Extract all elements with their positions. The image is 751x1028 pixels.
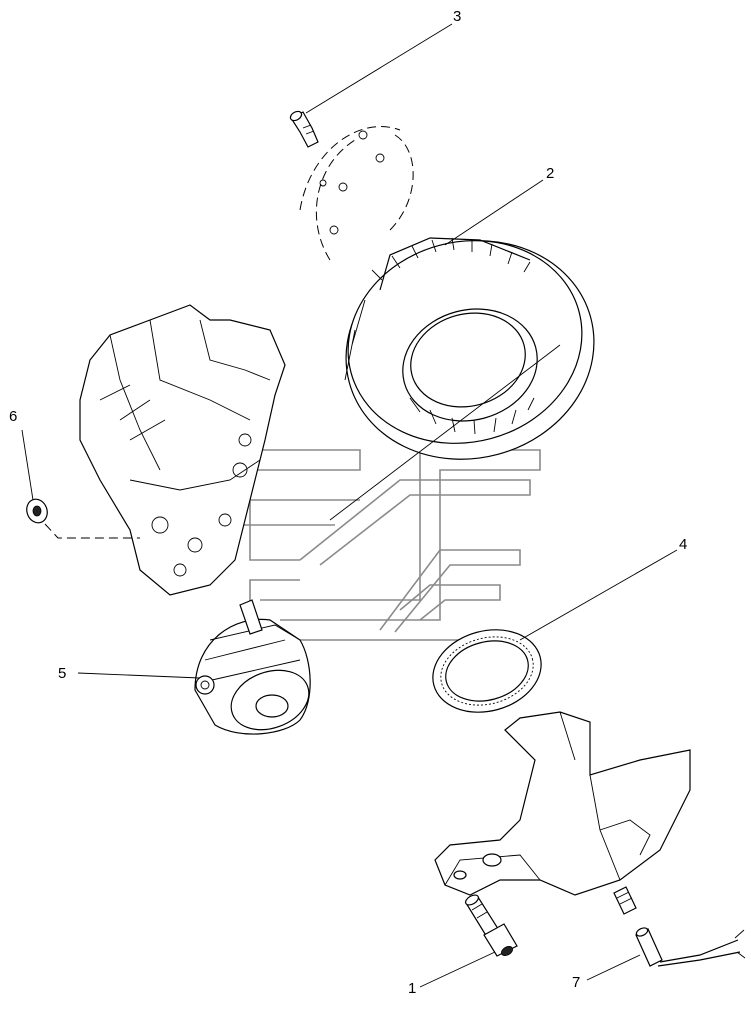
- steering-knuckle-icon: [434, 711, 691, 896]
- callout-labels: 3 2 4 5 6 1 7: [9, 8, 687, 997]
- callout-3: 3: [453, 8, 461, 25]
- leader-line-1: [419, 951, 496, 988]
- leader-lines: [21, 23, 678, 988]
- nut-icon: [26, 498, 48, 524]
- disc-hidden-line: [329, 344, 561, 521]
- nut-dashed-guide: [44, 523, 140, 539]
- callout-5: 5: [58, 665, 66, 682]
- brake-disc-icon: [344, 237, 595, 460]
- leader-line-4: [519, 549, 678, 641]
- axle-housing-icon: [79, 304, 286, 596]
- leader-line-5: [77, 672, 201, 679]
- callout-6: 6: [9, 408, 17, 425]
- leader-line-3: [305, 23, 453, 114]
- callout-4: 4: [679, 536, 687, 553]
- callout-1: 1: [408, 980, 416, 997]
- wheel-stud-icon: [289, 110, 319, 148]
- sensor-sleeve-icon: [613, 886, 637, 915]
- leader-line-2: [444, 179, 544, 246]
- watermark-logo: [230, 449, 541, 641]
- abs-sensor-icon: [635, 927, 746, 967]
- abs-tone-ring-icon: [432, 629, 542, 713]
- leader-line-7: [586, 954, 641, 981]
- callout-2: 2: [546, 165, 554, 182]
- callout-7: 7: [572, 974, 580, 991]
- leader-line-6: [21, 429, 34, 501]
- hub-flange-outline: [299, 126, 414, 261]
- brake-chamber-icon: [194, 599, 311, 735]
- disc-vent-pattern: [371, 237, 535, 435]
- bolt-icon: [465, 894, 518, 957]
